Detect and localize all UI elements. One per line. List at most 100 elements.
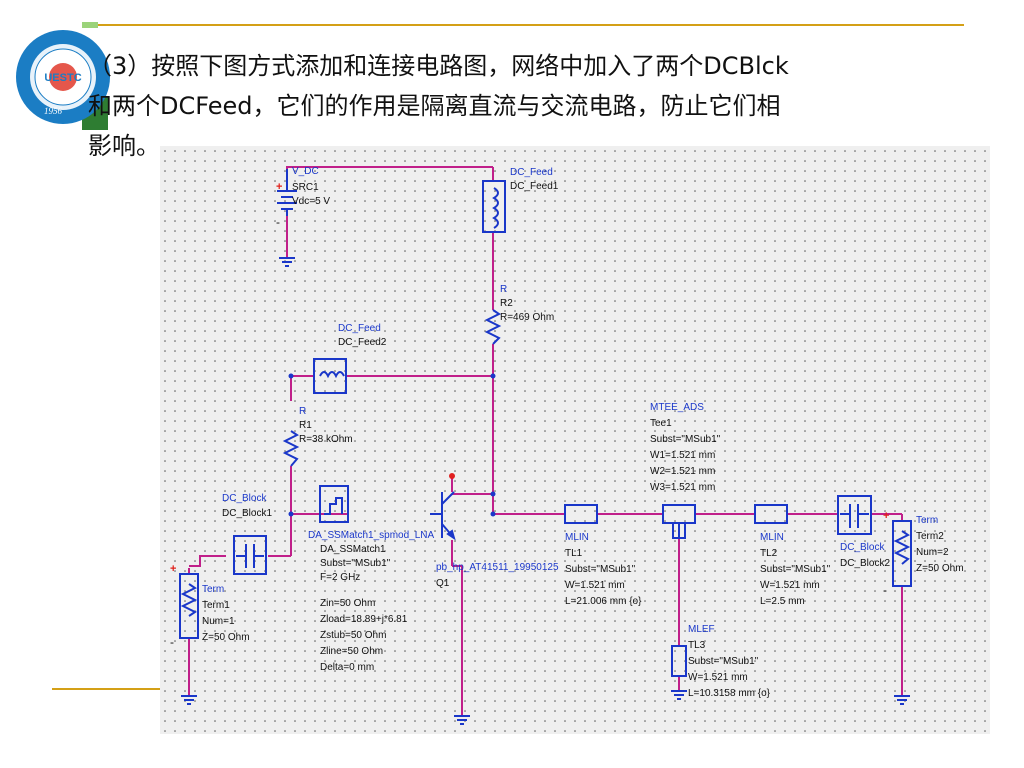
svg-text:Vdc=5 V: Vdc=5 V <box>292 196 330 207</box>
svg-text:DC_Feed2: DC_Feed2 <box>338 337 387 348</box>
svg-text:-: - <box>883 583 887 597</box>
polarity-marks: + + + <box>170 181 889 575</box>
svg-text:W=1.521 mm: W=1.521 mm <box>688 672 748 683</box>
dc-block2-capacitor[interactable] <box>837 495 872 535</box>
svg-text:MTEE_ADS: MTEE_ADS <box>650 402 704 413</box>
green-accent-light <box>82 22 98 28</box>
schematic-labels: V_DC SRC1 Vdc=5 V DC_Feed DC_Feed1 R R2 … <box>202 166 964 699</box>
svg-text:L=2.5 mm: L=2.5 mm <box>760 596 805 607</box>
svg-text:Tee1: Tee1 <box>650 418 672 429</box>
svg-text:Q1: Q1 <box>436 578 450 589</box>
term1-port[interactable] <box>179 573 199 639</box>
svg-text:DC_Feed: DC_Feed <box>338 323 381 334</box>
dc-feed2-label: DC_Feed DC_Feed2 <box>338 323 387 348</box>
svg-text:TL3: TL3 <box>688 640 706 651</box>
svg-text:Delta=0 mm: Delta=0 mm <box>320 662 374 673</box>
minus-marks: - - - <box>170 215 887 649</box>
tl2-label: MLIN TL2 Subst="MSub1" W=1.521 mm L=2.5 … <box>760 532 831 607</box>
dc-block1-label: DC_Block DC_Block1 <box>222 493 272 519</box>
svg-text:F=2 GHz: F=2 GHz <box>320 572 360 583</box>
tee1-mtee[interactable] <box>662 504 696 539</box>
tl1-label: MLIN TL1 Subst="MSub1" W=1.521 mm L=21.0… <box>565 532 642 607</box>
q1-transistor[interactable] <box>430 491 456 541</box>
svg-text:Zin=50 Ohm: Zin=50 Ohm <box>320 598 375 609</box>
logo-year: 1956 <box>44 106 63 116</box>
slide-line-2: 和两个DCFeed，它们的作用是隔离直流与交流电路，防止它们相 <box>88 92 781 120</box>
svg-text:SRC1: SRC1 <box>292 182 319 193</box>
q1-marker-dot <box>449 473 455 479</box>
svg-text:Term: Term <box>916 515 938 526</box>
svg-text:W3=1.521 mm: W3=1.521 mm <box>650 482 715 493</box>
vdc-source[interactable] <box>277 169 297 267</box>
svg-text:+: + <box>170 563 176 575</box>
r2-resistor[interactable] <box>484 309 502 345</box>
svg-text:TL2: TL2 <box>760 548 778 559</box>
svg-text:Zstub=50 Ohm: Zstub=50 Ohm <box>320 630 386 641</box>
svg-text:DC_Block: DC_Block <box>222 493 267 504</box>
svg-text:V_DC: V_DC <box>292 166 319 177</box>
svg-text:-: - <box>276 215 280 229</box>
svg-text:Subst="MSub1": Subst="MSub1" <box>760 564 831 575</box>
top-accent-rule <box>98 24 964 26</box>
schematic-components <box>179 169 912 725</box>
svg-text:DA_SSMatch1_spmod_LNA: DA_SSMatch1_spmod_LNA <box>308 530 435 541</box>
svg-text:Subst="MSub1": Subst="MSub1" <box>688 656 759 667</box>
r1-label: R R1 R=38 kOhm <box>299 406 353 445</box>
ssmatch-label: DA_SSMatch1_spmod_LNA DA_SSMatch1 Subst=… <box>308 530 435 673</box>
svg-text:W2=1.521 mm: W2=1.521 mm <box>650 466 715 477</box>
svg-text:Term1: Term1 <box>202 600 230 611</box>
q1-label: pb_hp_AT41511_19950125 Q1 <box>436 562 559 589</box>
svg-text:L=21.006 mm {o}: L=21.006 mm {o} <box>565 596 642 607</box>
svg-text:DC_Feed: DC_Feed <box>510 167 553 178</box>
svg-text:Num=2: Num=2 <box>916 547 949 558</box>
slide-line-1: （3）按照下图方式添加和连接电路图，网络中加入了两个DCBlck <box>88 52 789 80</box>
ground-symbols <box>181 690 910 725</box>
dc-block2-label: DC_Block DC_Block2 <box>840 542 890 569</box>
svg-text:R: R <box>299 406 306 417</box>
svg-text:R=469 Ohm: R=469 Ohm <box>500 312 554 323</box>
svg-text:TL1: TL1 <box>565 548 583 559</box>
svg-text:-: - <box>170 635 174 649</box>
svg-text:W=1.521 mm: W=1.521 mm <box>565 580 625 591</box>
svg-text:W1=1.521 mm: W1=1.521 mm <box>650 450 715 461</box>
svg-text:Num=1: Num=1 <box>202 616 235 627</box>
logo-text: UESTC <box>44 72 81 84</box>
schematic-canvas[interactable]: + + + - - - V_DC SRC1 Vdc=5 V DC_Feed DC… <box>160 146 990 734</box>
svg-text:R: R <box>500 284 507 295</box>
tl3-mlef[interactable] <box>671 645 687 677</box>
slide-line-3: 影响。 <box>88 132 160 160</box>
schematic-drawing: + + + - - - V_DC SRC1 Vdc=5 V DC_Feed DC… <box>160 146 990 734</box>
svg-text:Term: Term <box>202 584 224 595</box>
svg-text:DC_Block: DC_Block <box>840 542 885 553</box>
svg-text:R1: R1 <box>299 420 312 431</box>
dc-block1-capacitor[interactable] <box>233 535 267 575</box>
dc-feed2-inductor[interactable] <box>313 358 347 394</box>
term1-label: Term Term1 Num=1 Z=50 Ohm <box>202 584 250 643</box>
node-dots <box>288 373 496 517</box>
svg-text:Term2: Term2 <box>916 531 944 542</box>
svg-text:L=10.3158 mm {o}: L=10.3158 mm {o} <box>688 688 771 699</box>
svg-text:R2: R2 <box>500 298 513 309</box>
svg-text:MLIN: MLIN <box>760 532 784 543</box>
r1-resistor[interactable] <box>282 430 300 467</box>
vdc-label: V_DC SRC1 Vdc=5 V <box>292 166 330 207</box>
tl2-mlin[interactable] <box>754 504 788 524</box>
dc-feed1-label: DC_Feed DC_Feed1 <box>510 167 559 192</box>
svg-text:MLEF: MLEF <box>688 624 715 635</box>
slide-paragraph: （3）按照下图方式添加和连接电路图，网络中加入了两个DCBlck 和两个DCFe… <box>88 46 928 166</box>
tl1-mlin[interactable] <box>564 504 598 524</box>
svg-text:Subst="MSub1": Subst="MSub1" <box>565 564 636 575</box>
r2-label: R R2 R=469 Ohm <box>500 284 554 323</box>
svg-text:DC_Block2: DC_Block2 <box>840 558 890 569</box>
svg-text:+: + <box>276 181 282 193</box>
tee1-label: MTEE_ADS Tee1 Subst="MSub1" W1=1.521 mm … <box>650 402 721 493</box>
ssmatch-block[interactable] <box>319 485 349 523</box>
svg-text:R=38 kOhm: R=38 kOhm <box>299 434 353 445</box>
svg-text:DA_SSMatch1: DA_SSMatch1 <box>320 544 386 555</box>
svg-text:Z=50 Ohm: Z=50 Ohm <box>202 632 250 643</box>
svg-text:pb_hp_AT41511_19950125: pb_hp_AT41511_19950125 <box>436 562 559 573</box>
svg-text:Zload=18.89+j*6.81: Zload=18.89+j*6.81 <box>320 614 408 625</box>
svg-text:DC_Block1: DC_Block1 <box>222 508 272 519</box>
dc-feed1-inductor[interactable] <box>482 180 506 233</box>
term2-port[interactable] <box>892 520 912 587</box>
